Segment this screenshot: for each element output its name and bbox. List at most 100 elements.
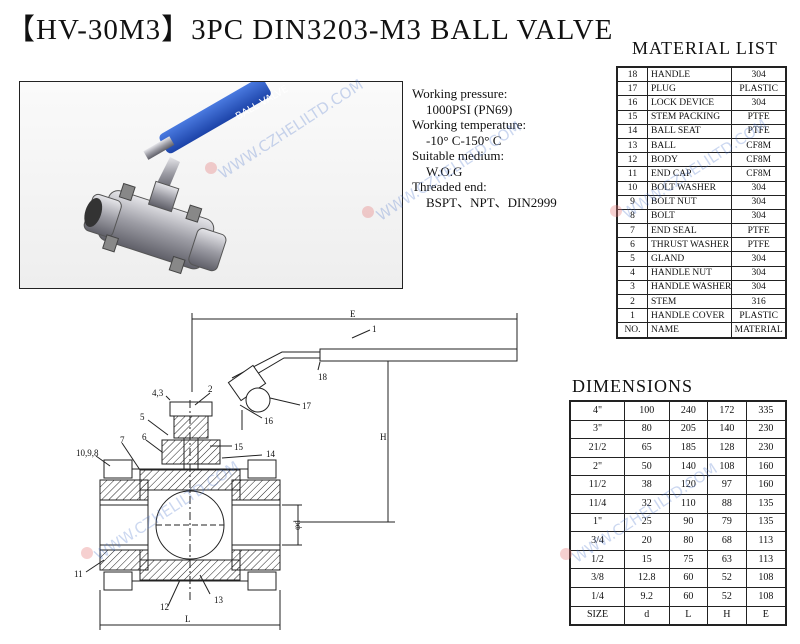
material-no: 7 [616, 223, 648, 239]
material-list-title: MATERIAL LIST [632, 38, 778, 58]
material-name: THRUST WASHER [646, 237, 733, 253]
dimension-header-h: H [707, 605, 747, 626]
material-no: 11 [616, 166, 648, 182]
dimension-header-l: L [668, 605, 709, 626]
material-value: CF8M [731, 152, 787, 168]
dimension-h: 140 [707, 419, 747, 440]
dimension-d: 80 [623, 419, 670, 440]
material-name: BOLT WASHER [646, 180, 733, 196]
dimension-d: 100 [623, 400, 670, 421]
material-value: PTFE [731, 123, 787, 139]
watermark-text: WWW.CZHELILTD.COM [91, 457, 243, 565]
dimension-size: 4" [569, 400, 625, 421]
material-value: PTFE [731, 223, 787, 239]
material-no: 12 [616, 152, 648, 168]
callout-7: 7 [120, 435, 125, 445]
header-no: NO. [616, 322, 648, 339]
dimensions-title: DIMENSIONS [572, 376, 694, 396]
callout-11: 11 [74, 569, 83, 579]
thread-value: BSPT、NPT、DIN2999 [426, 194, 557, 210]
dimension-l: 185 [668, 438, 709, 458]
dimension-size: 21/2 [569, 438, 625, 458]
material-no: 9 [616, 194, 648, 210]
dimension-l: 205 [668, 419, 709, 440]
material-name: HANDLE COVER [646, 308, 733, 324]
callout-16: 16 [264, 416, 274, 426]
material-value: 304 [731, 251, 787, 267]
header-name: NAME [646, 322, 733, 339]
material-no: 2 [616, 293, 648, 310]
material-no: 15 [616, 109, 648, 125]
dimension-d: 20 [623, 531, 670, 551]
material-value: 304 [731, 194, 787, 210]
material-no: 18 [616, 66, 648, 83]
dimension-h: 63 [707, 549, 747, 570]
dimension-l: 60 [668, 586, 709, 607]
material-value: 316 [731, 293, 787, 310]
dimension-e: 113 [745, 531, 787, 551]
dimension-e: 113 [745, 549, 787, 570]
callout-14: 14 [266, 449, 276, 459]
watermark-logo [205, 162, 217, 174]
dimension-size: 1/4 [569, 586, 625, 607]
material-value: PTFE [731, 237, 787, 253]
dimension-e: 135 [745, 493, 787, 514]
material-value: 304 [731, 265, 787, 281]
dimension-d: 65 [623, 438, 670, 458]
dimension-h: 128 [707, 438, 747, 458]
dimension-e: 160 [745, 475, 787, 495]
material-no: 4 [616, 265, 648, 281]
dimension-h: 88 [707, 493, 747, 514]
dim-label-e: E [350, 309, 356, 319]
material-name: BALL SEAT [646, 123, 733, 139]
dimension-e: 108 [745, 586, 787, 607]
material-name: END SEAL [646, 223, 733, 239]
material-value: PLASTIC [731, 81, 787, 97]
callout-6: 6 [142, 432, 147, 442]
dimension-size: 2" [569, 456, 625, 477]
dimension-e: 335 [745, 400, 787, 421]
dimension-l: 120 [668, 475, 709, 495]
thread-label: Threaded end: [412, 179, 487, 194]
dimension-d: 50 [623, 456, 670, 477]
material-value: 304 [731, 279, 787, 296]
dimension-l: 60 [668, 568, 709, 588]
valve-photo-illustration: BALL VALVE [83, 82, 290, 275]
callout-2: 2 [208, 384, 213, 394]
callout-10-9-8: 10,9,8 [76, 448, 99, 458]
callout-4-3: 4,3 [152, 388, 164, 398]
dimension-header-e: E [745, 605, 787, 626]
callout-15: 15 [234, 442, 244, 452]
dimension-size: 3" [569, 419, 625, 440]
dimension-size: 11/2 [569, 475, 625, 495]
material-no: 5 [616, 251, 648, 267]
dimension-l: 80 [668, 531, 709, 551]
material-value: 304 [731, 208, 787, 225]
dimension-l: 75 [668, 549, 709, 570]
callout-1: 1 [372, 324, 377, 334]
callout-18: 18 [318, 372, 328, 382]
material-name: END CAP [646, 166, 733, 182]
material-value: CF8M [731, 137, 787, 154]
